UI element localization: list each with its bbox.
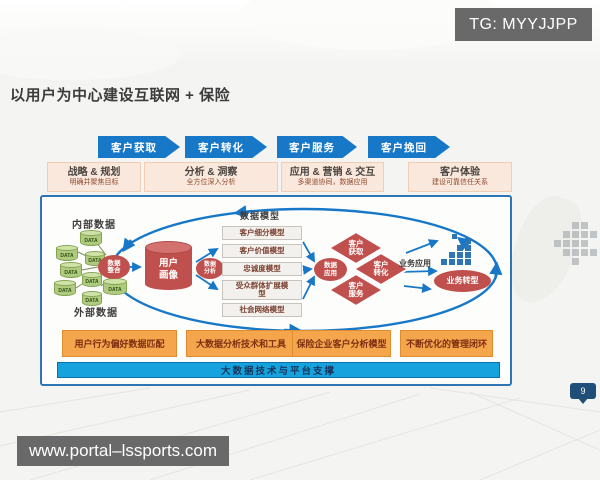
data-application-label: 数据应用 bbox=[324, 262, 337, 277]
model-box-value: 客户价值模型 bbox=[222, 244, 302, 258]
process-arrow-convert: 客户转化 bbox=[185, 136, 267, 158]
page-title: 以用户为中心建设互联网 + 保险 bbox=[10, 87, 231, 104]
user-profile-cylinder bbox=[145, 247, 192, 290]
diamond-label-service: 客户服务 bbox=[348, 280, 364, 298]
page-number-badge-tip bbox=[578, 398, 588, 404]
diamond-label-convert: 客户转化 bbox=[373, 259, 389, 277]
phase-card-application: 应用 & 营销 & 交互 多渠道协同，数据应用 bbox=[281, 162, 384, 192]
internal-data-label: 内部数据 bbox=[72, 220, 116, 231]
process-arrow-winback: 客户挽回 bbox=[368, 136, 450, 158]
data-cylinder-top bbox=[60, 262, 82, 268]
phase-card-analysis: 分析 & 洞察 全方位深入分析 bbox=[144, 162, 278, 192]
data-analysis-label: 数据分析 bbox=[203, 261, 216, 275]
phase-card-title: 客户体验 bbox=[440, 167, 480, 179]
diamond-label-acquire: 客户获取 bbox=[348, 238, 364, 256]
model-box-loyalty: 忠诚度模型 bbox=[222, 262, 302, 276]
user-profile-cylinder-top bbox=[145, 241, 192, 254]
external-data-label: 外部数据 bbox=[74, 308, 118, 319]
data-cylinder-top bbox=[56, 245, 78, 251]
process-arrow-service: 客户服务 bbox=[277, 136, 357, 158]
business-application-label: 业务应用 bbox=[399, 259, 431, 268]
url-watermark: www.portal–lssports.com bbox=[17, 436, 229, 466]
phase-card-subtitle: 全方位深入分析 bbox=[186, 178, 236, 186]
bottom-box-loop: 不断优化的管理闭环 bbox=[400, 330, 493, 357]
phase-card-title: 分析 & 洞察 bbox=[184, 167, 238, 179]
bottom-box-tools: 大数据分析技术和工具 bbox=[186, 330, 296, 357]
phase-card-subtitle: 多渠道协同，数据应用 bbox=[297, 178, 368, 186]
model-box-audience: 受众群体扩展模型 bbox=[222, 280, 302, 300]
data-application-oval: 数据应用 bbox=[314, 258, 347, 281]
model-box-social: 社会网络模型 bbox=[222, 303, 302, 317]
background-cloud bbox=[0, 30, 180, 80]
business-transform-label: 业务转型 bbox=[446, 275, 479, 285]
phase-card-subtitle: 明确并聚焦目标 bbox=[69, 178, 119, 186]
background-map-wisp bbox=[499, 188, 591, 312]
data-integration-oval: 数据整合 bbox=[98, 255, 130, 279]
phase-card-strategy: 战略 & 规划 明确并聚焦目标 bbox=[47, 162, 141, 192]
phase-card-title: 战略 & 规划 bbox=[67, 167, 121, 179]
data-cylinder-top bbox=[80, 230, 102, 236]
data-integration-label: 数据整合 bbox=[107, 259, 121, 274]
business-transform-oval: 业务转型 bbox=[434, 270, 491, 292]
bottom-box-behavior: 用户行为偏好数据匹配 bbox=[62, 330, 177, 357]
page-number-badge: 9 bbox=[570, 383, 596, 399]
data-cylinder-top bbox=[85, 251, 105, 257]
model-header: 数据模型 bbox=[240, 211, 281, 221]
data-cylinder-top bbox=[82, 272, 102, 278]
phase-card-title: 应用 & 营销 & 交互 bbox=[289, 167, 376, 179]
user-profile-label: 用户画像 bbox=[158, 258, 178, 281]
tg-badge: TG: MYYJJPP bbox=[455, 8, 592, 41]
data-cylinder-top bbox=[103, 278, 127, 285]
data-cylinder-top bbox=[54, 280, 76, 286]
process-arrow-acquire: 客户获取 bbox=[98, 136, 180, 158]
data-analysis-oval: 数据分析 bbox=[196, 258, 224, 279]
data-cylinder-top bbox=[82, 291, 102, 297]
phase-card-subtitle: 建设可靠信任关系 bbox=[432, 178, 488, 186]
bottom-box-insurance: 保险企业客户分析模型 bbox=[292, 330, 391, 357]
platform-support-bar: 大数据技术与平台支撑 bbox=[57, 362, 500, 378]
model-box-segmentation: 客户细分模型 bbox=[222, 226, 302, 240]
phase-card-experience: 客户体验 建设可靠信任关系 bbox=[408, 162, 512, 192]
